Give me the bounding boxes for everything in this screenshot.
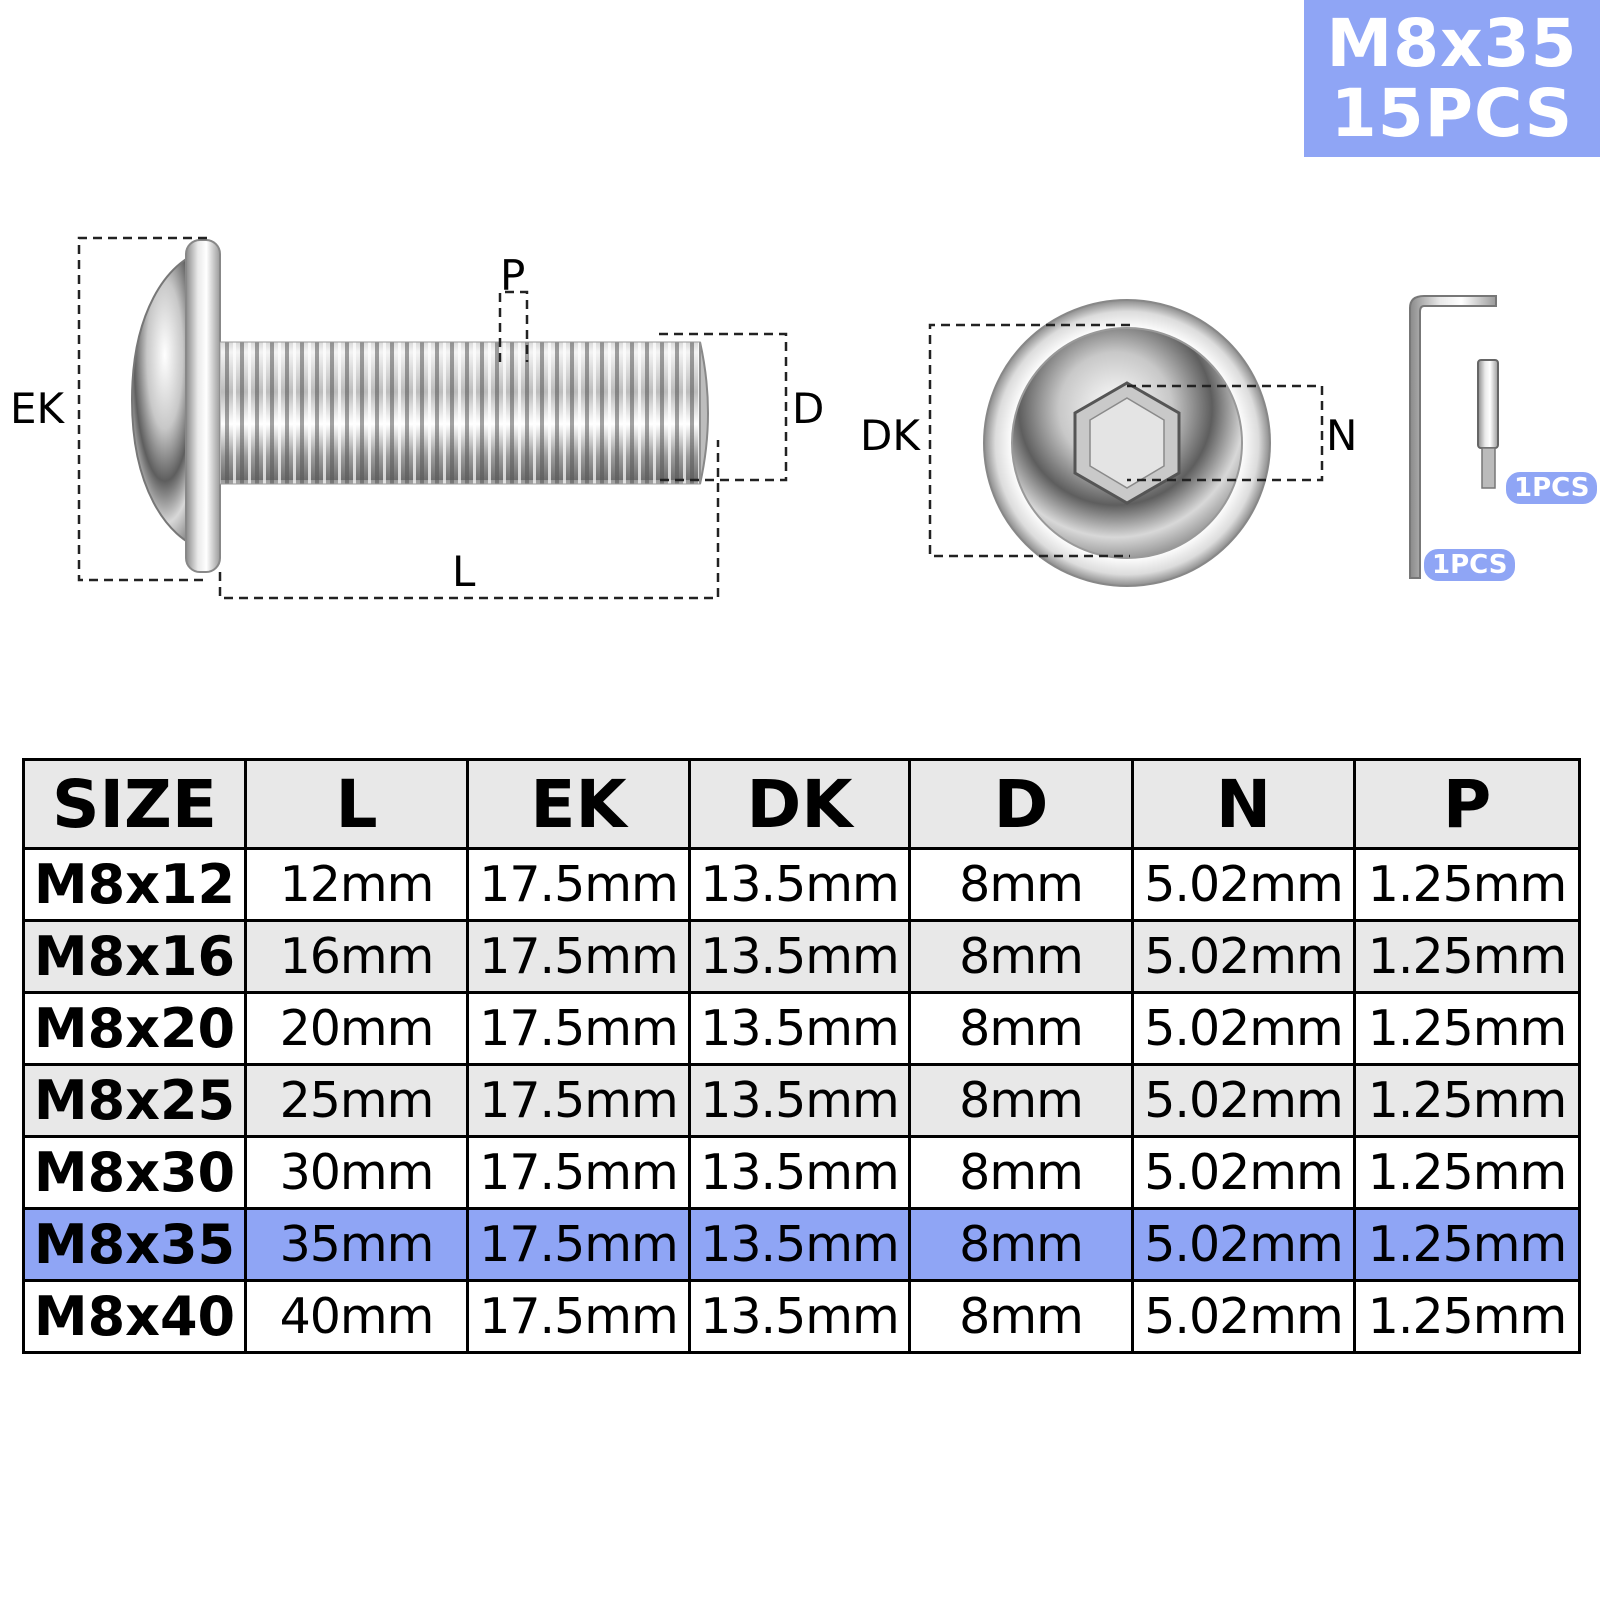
header-p: P (1353, 758, 1581, 850)
table-row: M8x25 25mm 17.5mm 13.5mm 8mm 5.02mm 1.25… (22, 1063, 1581, 1138)
cell-p: 1.25mm (1353, 1207, 1581, 1282)
header-n: N (1131, 758, 1356, 850)
cell-n: 5.02mm (1131, 991, 1356, 1066)
label-p: P (500, 251, 525, 300)
cell-p: 1.25mm (1353, 1135, 1581, 1210)
cell-d: 8mm (908, 1135, 1134, 1210)
cell-l: 40mm (244, 1279, 469, 1354)
cell-size: M8x20 (22, 991, 247, 1066)
cell-l: 20mm (244, 991, 469, 1066)
cell-d: 8mm (908, 1279, 1134, 1354)
cell-dk: 13.5mm (688, 847, 911, 922)
label-n: N (1326, 411, 1357, 460)
cell-ek: 17.5mm (466, 1207, 691, 1282)
table-row: M8x12 12mm 17.5mm 13.5mm 8mm 5.02mm 1.25… (22, 847, 1581, 922)
bolt-side-view-icon (130, 239, 709, 573)
label-l: L (452, 547, 476, 596)
cell-n: 5.02mm (1131, 919, 1356, 994)
header-ek: EK (466, 758, 691, 850)
bolt-head-front-view-icon (983, 299, 1271, 587)
cell-p: 1.25mm (1353, 847, 1581, 922)
table-row: M8x20 20mm 17.5mm 13.5mm 8mm 5.02mm 1.25… (22, 991, 1581, 1066)
hex-key-icon (1409, 295, 1497, 579)
cell-size: M8x16 (22, 919, 247, 994)
cell-p: 1.25mm (1353, 919, 1581, 994)
cell-d: 8mm (908, 991, 1134, 1066)
label-d: D (792, 384, 824, 433)
table-row: M8x40 40mm 17.5mm 13.5mm 8mm 5.02mm 1.25… (22, 1279, 1581, 1354)
cell-l: 12mm (244, 847, 469, 922)
badge-quantity: 15PCS (1330, 74, 1574, 152)
cell-dk: 13.5mm (688, 1135, 911, 1210)
cell-ek: 17.5mm (466, 1279, 691, 1354)
header-d: D (908, 758, 1134, 850)
cell-ek: 17.5mm (466, 1135, 691, 1210)
cell-d: 8mm (908, 847, 1134, 922)
cell-d: 8mm (908, 1207, 1134, 1282)
cell-l: 16mm (244, 919, 469, 994)
cell-d: 8mm (908, 1063, 1134, 1138)
cell-ek: 17.5mm (466, 847, 691, 922)
cell-n: 5.02mm (1131, 1207, 1356, 1282)
table-row: M8x16 16mm 17.5mm 13.5mm 8mm 5.02mm 1.25… (22, 919, 1581, 994)
label-ek: EK (10, 384, 66, 433)
cell-l: 30mm (244, 1135, 469, 1210)
header-dk: DK (688, 758, 911, 850)
cell-size: M8x40 (22, 1279, 247, 1354)
cell-size: M8x30 (22, 1135, 247, 1210)
cell-dk: 13.5mm (688, 1063, 911, 1138)
hex-bit-quantity-badge: 1PCS (1504, 470, 1600, 506)
cell-dk: 13.5mm (688, 1207, 911, 1282)
cell-n: 5.02mm (1131, 1135, 1356, 1210)
cell-p: 1.25mm (1353, 1279, 1581, 1354)
cell-p: 1.25mm (1353, 991, 1581, 1066)
cell-size: M8x25 (22, 1063, 247, 1138)
bolt-diagram: EK P D L DK N (10, 236, 1499, 600)
quantity-badge: M8x35 15PCS (1304, 0, 1600, 157)
cell-dk: 13.5mm (688, 919, 911, 994)
cell-size: M8x35 (22, 1207, 247, 1282)
cell-ek: 17.5mm (466, 1063, 691, 1138)
badge-size: M8x35 (1326, 4, 1578, 82)
cell-n: 5.02mm (1131, 1279, 1356, 1354)
cell-l: 25mm (244, 1063, 469, 1138)
cell-d: 8mm (908, 919, 1134, 994)
cell-ek: 17.5mm (466, 991, 691, 1066)
cell-dk: 13.5mm (688, 1279, 911, 1354)
hex-key-quantity-badge: 1PCS (1422, 547, 1518, 583)
cell-dk: 13.5mm (688, 991, 911, 1066)
cell-n: 5.02mm (1131, 1063, 1356, 1138)
table-row: M8x30 30mm 17.5mm 13.5mm 8mm 5.02mm 1.25… (22, 1135, 1581, 1210)
table-row-highlighted: M8x35 35mm 17.5mm 13.5mm 8mm 5.02mm 1.25… (22, 1207, 1581, 1282)
header-size: SIZE (22, 758, 247, 850)
cell-l: 35mm (244, 1207, 469, 1282)
cell-n: 5.02mm (1131, 847, 1356, 922)
cell-p: 1.25mm (1353, 1063, 1581, 1138)
label-dk: DK (860, 411, 921, 460)
header-l: L (244, 758, 469, 850)
hex-bit-icon (1477, 359, 1499, 489)
size-spec-table: SIZE L EK DK D N P M8x12 12mm 17.5mm 13.… (22, 758, 1581, 1354)
cell-size: M8x12 (22, 847, 247, 922)
table-header-row: SIZE L EK DK D N P (22, 758, 1581, 850)
cell-ek: 17.5mm (466, 919, 691, 994)
